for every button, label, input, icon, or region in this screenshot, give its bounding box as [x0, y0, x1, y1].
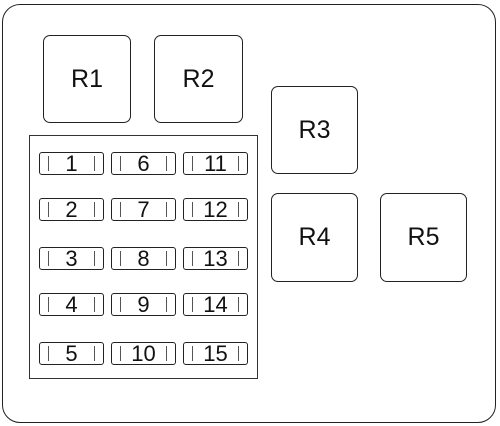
- fuse-11-label: 11: [204, 150, 227, 176]
- fuse-4[interactable]: 4: [39, 291, 104, 317]
- fuse-5[interactable]: 5: [39, 340, 104, 366]
- fuse-4-label: 4: [65, 291, 78, 317]
- fuse-8[interactable]: 8: [111, 245, 176, 271]
- fuse-10[interactable]: 10: [111, 340, 176, 366]
- fuse-1[interactable]: 1: [39, 150, 104, 176]
- relay-r4[interactable]: R4: [271, 193, 358, 282]
- relay-r2-label: R2: [182, 64, 215, 93]
- fuse-1-label: 1: [65, 150, 78, 176]
- fuse-11[interactable]: 11: [183, 150, 248, 176]
- relay-r5[interactable]: R5: [380, 193, 467, 282]
- fuse-6[interactable]: 6: [111, 150, 176, 176]
- fuse-7[interactable]: 7: [111, 196, 176, 222]
- fuse-13-label: 13: [203, 245, 228, 271]
- fuse-12[interactable]: 12: [183, 196, 248, 222]
- relay-r2[interactable]: R2: [154, 35, 243, 123]
- relay-r3[interactable]: R3: [271, 86, 358, 174]
- fuse-3[interactable]: 3: [39, 245, 104, 271]
- fuse-15[interactable]: 15: [183, 340, 248, 366]
- fuse-15-label: 15: [203, 340, 228, 366]
- fuse-6-label: 6: [137, 150, 150, 176]
- fuse-2-label: 2: [65, 196, 78, 222]
- relay-r3-label: R3: [298, 115, 331, 144]
- relay-r5-label: R5: [407, 223, 440, 251]
- fuse-13[interactable]: 13: [183, 245, 248, 271]
- fuse-9[interactable]: 9: [111, 291, 176, 317]
- fuse-10-label: 10: [131, 340, 156, 366]
- fuse-3-label: 3: [65, 245, 78, 271]
- relay-r1-label: R1: [71, 64, 103, 93]
- fuse-12-label: 12: [203, 196, 228, 222]
- fuse-8-label: 8: [137, 245, 150, 271]
- fuse-14[interactable]: 14: [183, 291, 248, 317]
- relay-r1[interactable]: R1: [43, 35, 131, 123]
- fuse-5-label: 5: [65, 340, 78, 366]
- relay-r4-label: R4: [298, 223, 331, 251]
- fuse-9-label: 9: [137, 291, 150, 317]
- fuse-2[interactable]: 2: [39, 196, 104, 222]
- fuse-7-label: 7: [137, 196, 150, 222]
- fuse-14-label: 14: [203, 291, 228, 317]
